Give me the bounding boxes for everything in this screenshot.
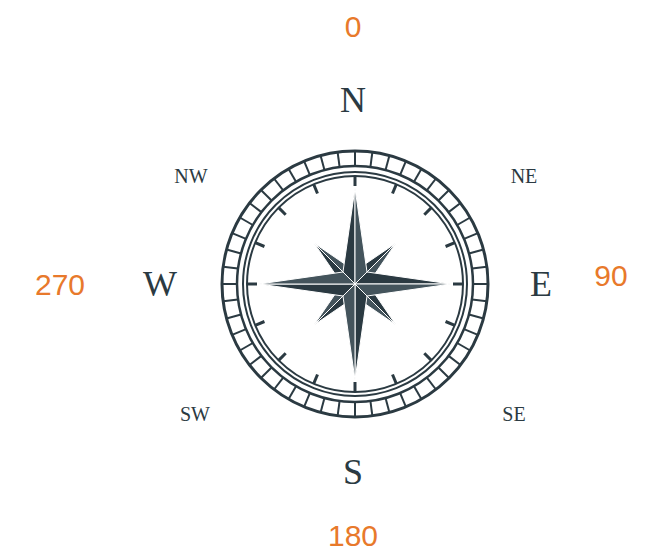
band-segment: [400, 393, 406, 407]
ring: [222, 151, 488, 417]
band-segment: [473, 283, 488, 285]
direction-label: NE: [511, 166, 538, 186]
band-segment: [464, 329, 478, 335]
band-segment: [400, 161, 406, 175]
band-segment: [261, 190, 272, 201]
tick-mark: [446, 243, 455, 247]
tick-mark: [279, 208, 286, 215]
direction-label: N: [340, 82, 366, 118]
star-point: [355, 272, 451, 284]
band-segment: [223, 267, 238, 269]
band-segment: [457, 218, 470, 226]
band-segment: [370, 401, 372, 416]
band-segment: [240, 218, 253, 226]
tick-mark: [393, 375, 397, 384]
band-segment: [472, 299, 487, 301]
tick-mark: [314, 184, 318, 193]
star-point: [259, 284, 355, 296]
tick-mark: [247, 283, 257, 286]
degree-label: 180: [328, 521, 378, 551]
tick-mark: [279, 353, 286, 360]
band-segment: [227, 250, 241, 254]
band-segment: [438, 367, 449, 378]
tick-mark: [453, 283, 463, 286]
star-point: [343, 284, 355, 380]
band-segment: [274, 178, 283, 190]
star-point: [355, 284, 451, 296]
degree-label: 90: [594, 261, 627, 291]
band-segment: [227, 315, 241, 319]
band-segment: [274, 378, 283, 390]
band-segment: [223, 299, 238, 301]
band-segment: [321, 156, 325, 170]
band-segment: [338, 152, 340, 167]
band-segment: [457, 343, 470, 351]
ring: [243, 172, 467, 396]
direction-label: SE: [502, 404, 525, 424]
direction-label: E: [530, 266, 552, 302]
band-segment: [449, 203, 461, 212]
star-point: [259, 272, 355, 284]
band-segment: [386, 398, 390, 412]
direction-label: W: [143, 266, 177, 302]
degree-label: 270: [35, 270, 85, 300]
band-segment: [338, 401, 340, 416]
direction-label: S: [343, 454, 363, 490]
band-segment: [438, 190, 449, 201]
compass-body: [222, 151, 488, 417]
star-point: [355, 188, 367, 284]
direction-label: NW: [174, 166, 207, 186]
band-segment: [232, 329, 246, 335]
band-segment: [249, 203, 261, 212]
band-segment: [240, 343, 253, 351]
band-segment: [304, 161, 310, 175]
band-segment: [261, 367, 272, 378]
degree-label: 0: [345, 12, 362, 42]
ring: [237, 166, 473, 402]
band-segment: [354, 402, 356, 417]
band-segment: [414, 169, 422, 182]
band-segment: [472, 267, 487, 269]
ring: [247, 176, 463, 392]
tick-mark: [424, 353, 431, 360]
band-segment: [370, 152, 372, 167]
tick-mark: [393, 184, 397, 193]
tick-mark: [446, 322, 455, 326]
band-segment: [427, 178, 436, 190]
band-segment: [354, 151, 356, 166]
band-segment: [304, 393, 310, 407]
band-segment: [232, 233, 246, 239]
band-segment: [386, 156, 390, 170]
band-segment: [249, 356, 261, 365]
tick-mark: [314, 375, 318, 384]
band-segment: [289, 386, 297, 399]
band-segment: [469, 315, 483, 319]
direction-label: SW: [180, 404, 210, 424]
tick-mark: [255, 322, 264, 326]
tick-mark: [354, 382, 357, 392]
band-segment: [222, 283, 237, 285]
band-segment: [427, 378, 436, 390]
tick-mark: [354, 176, 357, 186]
star-point: [343, 188, 355, 284]
band-segment: [321, 398, 325, 412]
star-point: [355, 284, 367, 380]
band-segment: [464, 233, 478, 239]
band-segment: [449, 356, 461, 365]
band-segment: [289, 169, 297, 182]
tick-mark: [255, 243, 264, 247]
tick-mark: [424, 208, 431, 215]
band-segment: [469, 250, 483, 254]
band-segment: [414, 386, 422, 399]
